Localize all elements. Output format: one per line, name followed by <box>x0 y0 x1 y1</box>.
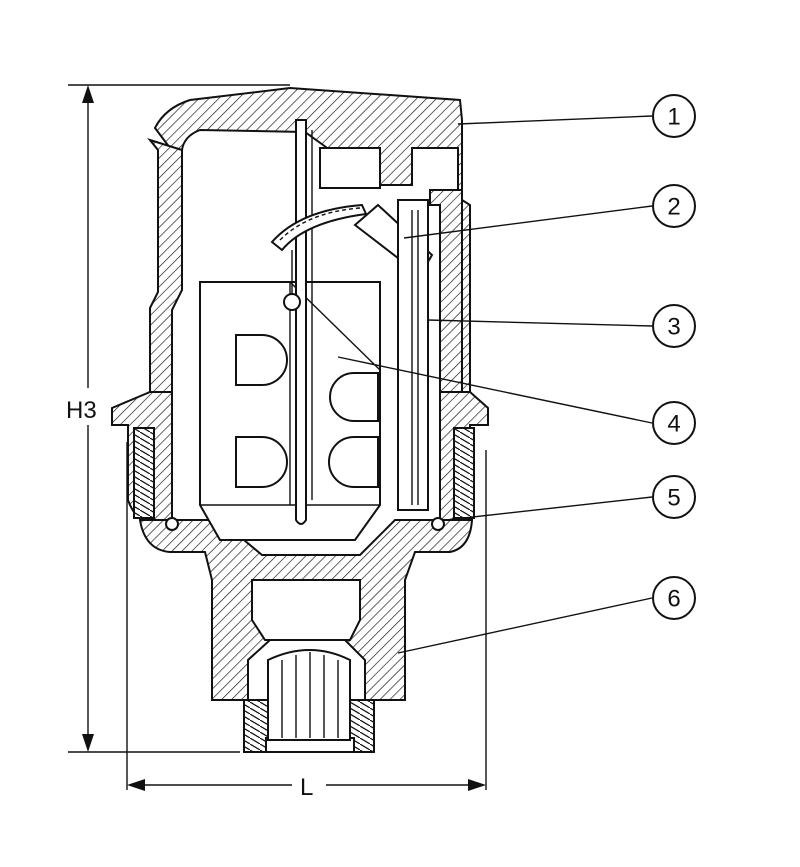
callouts: 1 2 3 4 5 6 <box>337 94 696 654</box>
callout-1: 1 <box>652 94 696 138</box>
float-assembly <box>165 119 445 741</box>
callout-3: 3 <box>652 304 696 348</box>
dimension-h3: H3 <box>66 84 290 753</box>
height-label: H3 <box>66 397 97 424</box>
length-label: L <box>300 774 313 801</box>
callout-5: 5 <box>652 475 696 519</box>
svg-text:3: 3 <box>667 314 680 341</box>
svg-text:5: 5 <box>667 485 680 512</box>
svg-text:2: 2 <box>667 194 680 221</box>
dimension-l: L <box>126 442 487 801</box>
callout-6: 6 <box>652 576 696 620</box>
svg-text:6: 6 <box>667 586 680 613</box>
callout-2: 2 <box>652 184 696 228</box>
callout-4: 4 <box>652 401 696 445</box>
svg-text:4: 4 <box>667 411 680 438</box>
svg-text:1: 1 <box>667 104 680 131</box>
